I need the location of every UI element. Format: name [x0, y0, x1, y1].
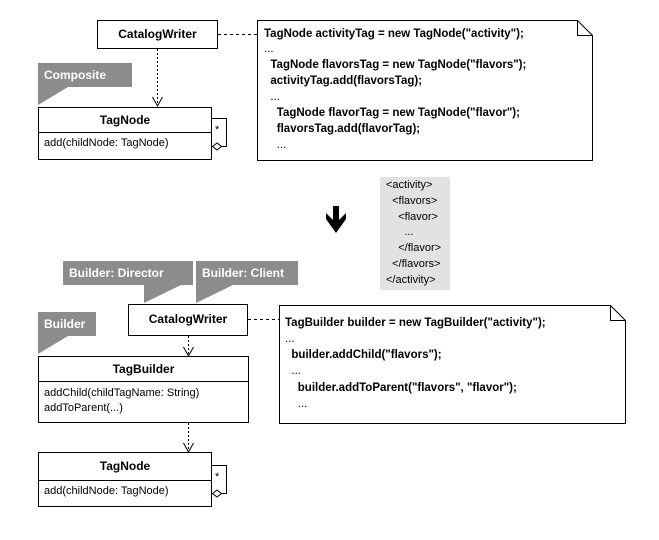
bottom-note-line: ... — [285, 333, 295, 345]
top-note-line: ... — [264, 139, 287, 151]
top-note-fold — [577, 20, 593, 36]
composite-tag-tail — [38, 87, 68, 105]
top-dependency-arrowhead — [152, 96, 163, 108]
xml-line: ... — [386, 226, 414, 238]
bottom-tagnode-title: TagNode — [99, 459, 151, 473]
builder-tag: Builder — [38, 312, 96, 336]
bottom-tagnode-box: TagNode add(childNode: TagNode) — [38, 452, 212, 507]
bottom-aggregation-diamond — [211, 489, 223, 498]
xml-line: <flavor> — [386, 211, 438, 223]
top-note-line: ... — [264, 91, 280, 103]
bottom-tagnode-method: add(childNode: TagNode) — [39, 480, 211, 502]
composite-tag: Composite — [38, 63, 132, 87]
xml-line: <flavors> — [386, 195, 438, 207]
xml-line: </activity> — [386, 274, 436, 286]
builder-tag-tail — [38, 336, 68, 354]
bottom-catalogwriter-box: CatalogWriter — [128, 304, 248, 336]
top-note-outline — [257, 20, 593, 161]
top-note-line: ... — [264, 43, 274, 55]
builder-client-tag: Builder: Client — [196, 261, 298, 285]
bottom-note-fold — [610, 305, 626, 321]
xml-line: </flavor> — [386, 242, 442, 254]
builder-client-tag-tail — [196, 285, 233, 303]
top-tagnode-method: add(childNode: TagNode) — [39, 132, 211, 154]
tagbuilder-method: addToParent(...) — [44, 402, 123, 414]
xml-line: </flavors> — [386, 258, 441, 270]
top-aggregation-loop — [212, 118, 227, 147]
top-tagnode-box: TagNode add(childNode: TagNode) — [38, 107, 212, 160]
xml-line: <activity> — [386, 179, 433, 191]
bottom-catalogwriter-title: CatalogWriter — [148, 312, 228, 326]
top-note-line: TagNode activityTag = new TagNode("activ… — [264, 28, 524, 40]
bottom-note-line: TagBuilder builder = new TagBuilder("act… — [285, 317, 546, 329]
bottom-note-line: ... — [285, 398, 308, 410]
tagbuilder-method: addChild(childTagName: String) — [44, 387, 200, 399]
top-aggregation-diamond — [211, 142, 223, 151]
bottom-multiplicity: * — [215, 471, 220, 483]
bottom-note-line: builder.addToParent("flavors", "flavor")… — [285, 382, 517, 394]
builder-director-tag: Builder: Director — [63, 261, 193, 285]
top-tagnode-title: TagNode — [99, 113, 151, 127]
bottom-note-outline — [279, 305, 626, 424]
top-catalogwriter-title: CatalogWriter — [118, 27, 197, 41]
bottom-aggregation-loop — [212, 465, 227, 494]
xml-output-panel: <activity> <flavors> <flavor> ... </flav… — [380, 177, 450, 290]
top-note-line: activityTag.add(flavorsTag); — [264, 75, 423, 87]
top-multiplicity: * — [215, 124, 220, 136]
top-note-line: TagNode flavorTag = new TagNode("flavor"… — [264, 107, 520, 119]
tagbuilder-methods: addChild(childTagName: String) addToPare… — [39, 381, 248, 419]
tagbuilder-title: TagBuilder — [112, 362, 175, 376]
top-note-line: TagNode flavorsTag = new TagNode("flavor… — [264, 59, 527, 71]
builder-director-tag-tail — [144, 285, 181, 303]
tagbuilder-box: TagBuilder addChild(childTagName: String… — [38, 356, 249, 423]
bottom-note-line: ... — [285, 365, 301, 377]
top-note-line: flavorsTag.add(flavorTag); — [264, 123, 421, 135]
bottom-note-line: builder.addChild("flavors"); — [285, 349, 442, 361]
top-catalogwriter-box: CatalogWriter — [97, 20, 218, 49]
